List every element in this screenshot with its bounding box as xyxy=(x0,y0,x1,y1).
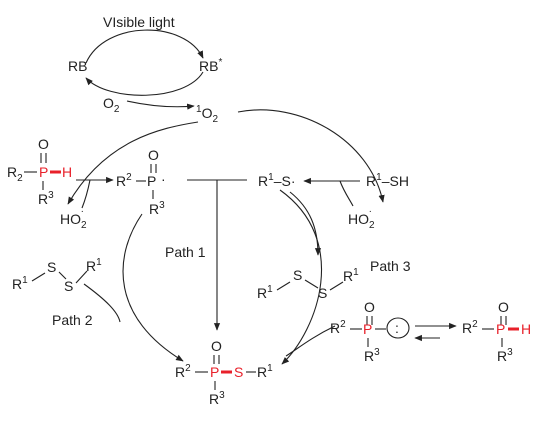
svg-text:R1: R1 xyxy=(86,257,102,274)
phosphinous-acid-arrow xyxy=(285,325,336,357)
svg-text:S: S xyxy=(318,285,327,301)
path3-label: Path 3 xyxy=(370,258,411,274)
path2-arrow-from-disulfide xyxy=(83,283,121,323)
svg-text:R1: R1 xyxy=(12,275,28,292)
svg-text:O: O xyxy=(148,147,159,163)
svg-text:R3: R3 xyxy=(364,347,380,364)
svg-text:O: O xyxy=(211,338,222,354)
thiyl-radical: R1–S· xyxy=(258,172,296,189)
svg-text:R2: R2 xyxy=(7,164,23,184)
disulfide-left: R1 S S R1 xyxy=(12,257,102,294)
svg-text:R2: R2 xyxy=(462,319,478,336)
svg-text:P: P xyxy=(496,321,505,337)
path2-arrow-from-radical xyxy=(122,213,184,362)
svg-text:O: O xyxy=(498,299,509,315)
path2-label: Path 2 xyxy=(52,312,93,328)
hydroperoxyl-branch-right xyxy=(339,180,354,207)
svg-text:R3: R3 xyxy=(149,200,165,217)
rose-bengal-excited: RB* xyxy=(199,57,222,74)
svg-text:·: · xyxy=(161,171,166,187)
hydroperoxyl-left: HO2· xyxy=(60,206,87,231)
svg-text:R1: R1 xyxy=(257,363,273,380)
svg-text:R1: R1 xyxy=(343,267,359,284)
svg-text:R2: R2 xyxy=(330,319,346,336)
svg-text:R3: R3 xyxy=(497,347,513,364)
energy-transfer-arrow xyxy=(126,100,195,110)
product-thiophosphinate: O R2 P S R1 R3 xyxy=(175,338,273,407)
deactivation-arrow xyxy=(85,71,204,96)
path3-arrow xyxy=(289,191,322,256)
svg-text:R2: R2 xyxy=(175,363,191,380)
visible-light-label: VIsible light xyxy=(103,14,175,30)
secondary-phosphine-oxide-right: O R2 P H R3 xyxy=(462,299,531,364)
phosphinous-acid-tautomer: O R2 P R3 : xyxy=(330,299,410,364)
svg-text:P: P xyxy=(39,164,48,180)
svg-text:O: O xyxy=(364,299,375,315)
rose-bengal-ground: RB xyxy=(68,58,87,74)
oxygen-ground: O2 xyxy=(103,95,120,115)
svg-text:S: S xyxy=(234,364,243,380)
hydroperoxyl-right: HO2· xyxy=(348,206,375,231)
svg-text:R3: R3 xyxy=(209,390,225,407)
svg-text:P: P xyxy=(147,173,156,189)
svg-text:R1: R1 xyxy=(257,284,273,301)
svg-text:P: P xyxy=(363,321,372,337)
lone-pair: : xyxy=(395,320,399,336)
svg-text:R2: R2 xyxy=(116,172,132,189)
thiol: R1–SH xyxy=(366,172,409,189)
thiyl-to-product-arrow xyxy=(279,189,323,365)
svg-text:R3: R3 xyxy=(38,190,54,207)
svg-text:S: S xyxy=(64,278,73,294)
excitation-arrow xyxy=(85,29,204,64)
path1-label: Path 1 xyxy=(165,244,206,260)
hydroperoxyl-branch-left xyxy=(81,179,91,209)
svg-text:H: H xyxy=(521,321,531,337)
phosphinoyl-radical: O R2 P · R3 xyxy=(116,147,166,217)
singlet-oxygen-arrow-right xyxy=(237,109,385,203)
svg-text:P: P xyxy=(210,364,219,380)
singlet-oxygen-arrow-left xyxy=(67,121,199,205)
svg-text:S: S xyxy=(47,259,56,275)
singlet-oxygen: 1O2 xyxy=(196,104,218,125)
svg-text:S: S xyxy=(293,267,302,283)
secondary-phosphine-oxide-top-left: O R2 P H R3 xyxy=(7,136,72,207)
disulfide-right: R1 S S R1 xyxy=(257,267,359,301)
svg-text:H: H xyxy=(62,164,72,180)
svg-text:O: O xyxy=(38,136,49,152)
